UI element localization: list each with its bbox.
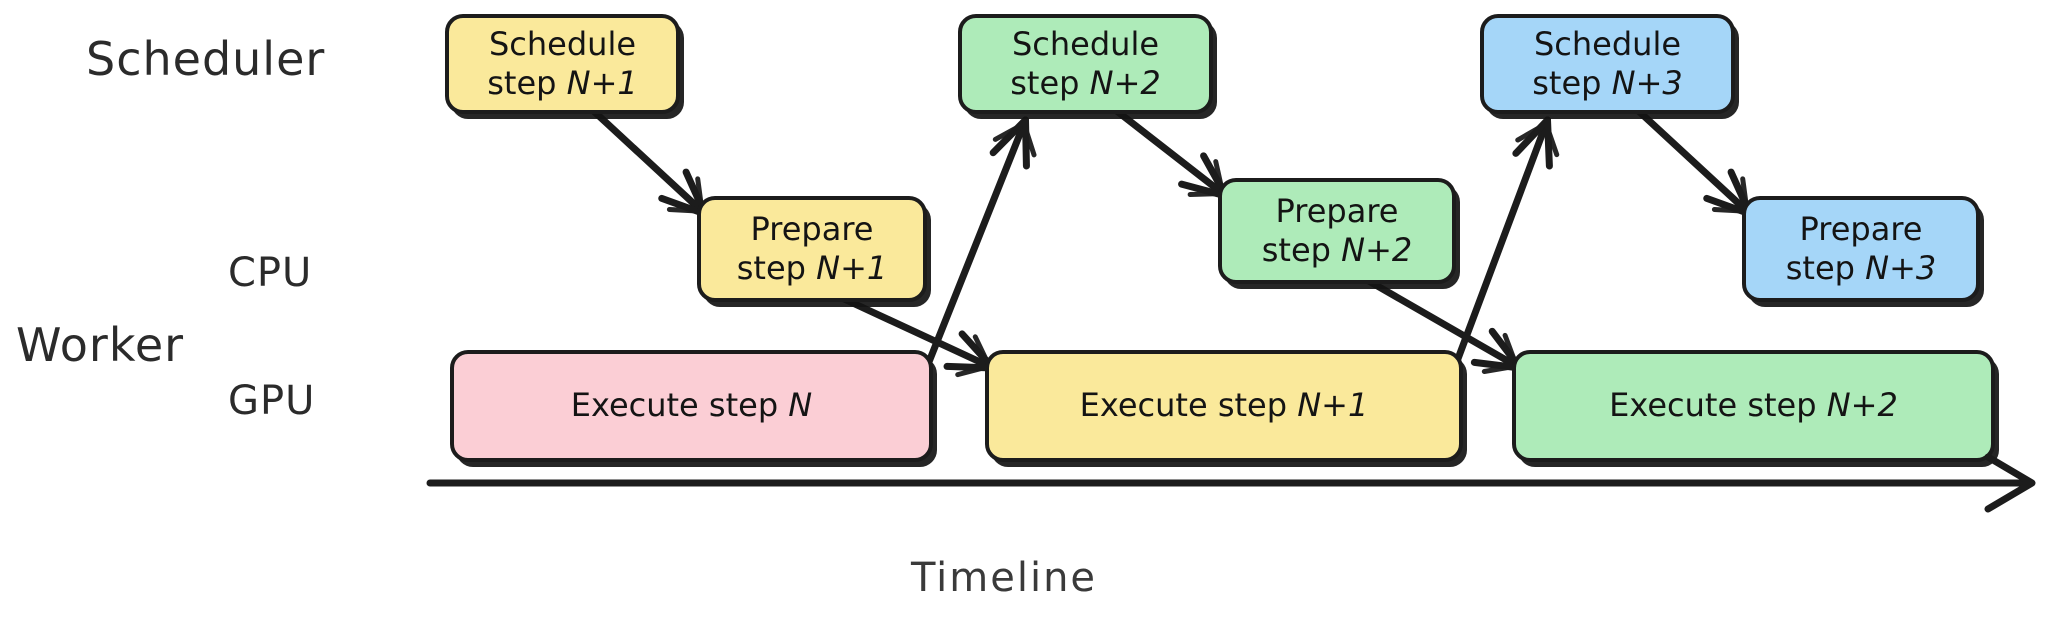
node-label-line1: Prepare: [750, 209, 874, 248]
timeline-arrow: [426, 453, 2036, 513]
node-label-line2: step N+1: [487, 64, 638, 102]
node-label-line1: Prepare: [1275, 191, 1399, 230]
lane-label-scheduler: Scheduler: [86, 32, 326, 86]
node-label-line1: Schedule: [1011, 24, 1160, 63]
node-label-line1: Execute step N+1: [1079, 386, 1369, 425]
node-execute-n1[interactable]: Execute step N+1: [985, 350, 1463, 462]
node-execute-n2[interactable]: Execute step N+2: [1512, 350, 1995, 462]
node-label-line1: Prepare: [1799, 209, 1923, 248]
node-label-line1: Schedule: [1533, 24, 1682, 63]
arrow-schedule-n1-to-prepare-n1: [589, 106, 709, 218]
node-label-line1: Schedule: [488, 24, 637, 63]
node-label-line2: step N+3: [1785, 249, 1937, 287]
node-label-line2: step N+2: [1010, 64, 1161, 102]
lane-label-gpu: GPU: [228, 378, 316, 424]
node-label-line2: step N+3: [1532, 64, 1683, 102]
node-label-line1: Execute step N: [570, 386, 813, 425]
arrow-schedule-n3-to-prepare-n3: [1634, 106, 1754, 218]
lane-label-worker: Worker: [16, 318, 185, 372]
arrow-schedule-n2-to-prepare-n2: [1112, 106, 1230, 200]
node-label-line2: step N+2: [1261, 231, 1413, 269]
node-label-line2: step N+1: [736, 249, 888, 287]
node-label-line1: Execute step N+2: [1609, 386, 1898, 425]
timeline-caption: Timeline: [910, 555, 1098, 601]
node-execute-n[interactable]: Execute step N: [450, 350, 933, 462]
lane-label-cpu: CPU: [228, 250, 313, 296]
